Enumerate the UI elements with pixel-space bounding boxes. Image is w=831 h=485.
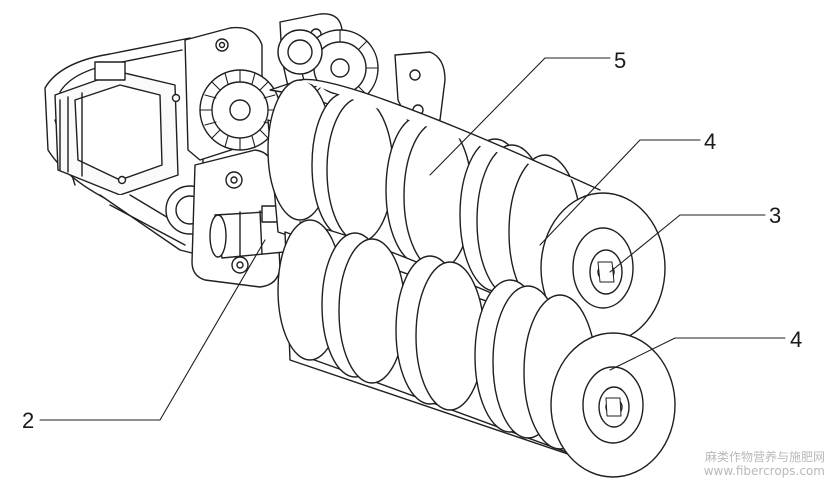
leader-5 [429, 57, 611, 176]
lower-roller-assembly [277, 219, 676, 478]
callout-4-lower: 4 [790, 327, 803, 352]
motor-housing [44, 37, 211, 256]
upper-roller-assembly [267, 78, 666, 344]
watermark-line-2: www.fibercrops.com [703, 464, 825, 479]
site-watermark: 麻类作物营养与施肥网 www.fibercrops.com [704, 451, 825, 479]
leader-4-lower [609, 337, 786, 371]
leader-3 [609, 214, 766, 273]
callout-4-upper: 4 [704, 129, 717, 154]
leader-4-upper [539, 139, 701, 246]
callout-3: 3 [769, 203, 782, 228]
leader-2 [39, 239, 266, 421]
callout-5: 5 [614, 48, 627, 73]
callout-2: 2 [22, 408, 35, 433]
watermark-line-1: 麻类作物营养与施肥网 [704, 450, 825, 465]
leader-lines [39, 57, 786, 421]
